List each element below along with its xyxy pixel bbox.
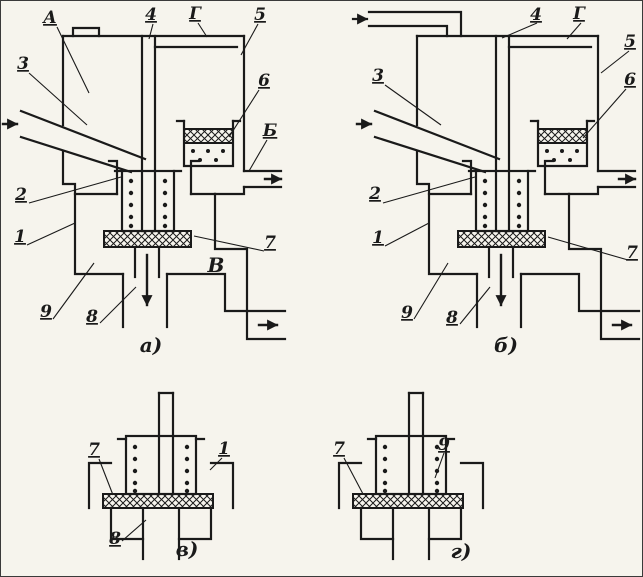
label-b-5: 5 xyxy=(624,32,636,52)
top-inlet-duct-b xyxy=(367,10,463,38)
valve-diagram-b xyxy=(357,36,639,339)
label-v-7: 7 xyxy=(88,440,100,460)
label-b-G: Г xyxy=(572,4,586,24)
label-b-8: 8 xyxy=(445,308,458,328)
label-g-7: 7 xyxy=(333,439,345,459)
leader-lines-a xyxy=(26,22,268,324)
label-a-2: 2 xyxy=(14,185,27,205)
label-v-1: 1 xyxy=(218,439,230,459)
label-a-9: 9 xyxy=(40,302,52,322)
label-b-1: 1 xyxy=(372,228,384,248)
label-a-1: 1 xyxy=(14,227,26,247)
caption-a: а) xyxy=(140,333,162,357)
label-b-7: 7 xyxy=(626,243,638,263)
leader-lines-b xyxy=(382,22,630,325)
label-b-3: 3 xyxy=(372,66,384,86)
top-boss-a xyxy=(71,26,101,38)
caption-b: б) xyxy=(494,333,518,357)
caption-g: г) xyxy=(451,539,472,563)
label-a-3: 3 xyxy=(17,54,29,74)
label-b-9: 9 xyxy=(401,303,413,323)
labels-b: 4 Г 5 3 6 2 1 7 9 8 б) xyxy=(368,4,638,357)
label-a-5: 5 xyxy=(254,5,266,25)
label-b-4: 4 xyxy=(530,5,542,25)
labels-v: 7 1 8 в) xyxy=(88,439,230,561)
label-a-G: Г xyxy=(188,4,202,24)
caption-v: в) xyxy=(176,537,199,561)
leader-lines-g xyxy=(343,452,445,495)
label-a-V: В xyxy=(207,253,225,277)
valve-diagram-a xyxy=(3,36,285,339)
label-a-6: 6 xyxy=(258,71,270,91)
label-v-8: 8 xyxy=(108,529,121,549)
labels-a: А 4 Г 5 3 6 Б 2 1 7 В 9 8 а) xyxy=(14,4,278,357)
label-a-8: 8 xyxy=(85,307,98,327)
leader-lines-v xyxy=(98,457,223,542)
valve-detail-g xyxy=(337,391,485,561)
label-b-2: 2 xyxy=(368,184,381,204)
label-a-B: Б xyxy=(262,121,278,141)
label-a-A: А xyxy=(41,8,57,28)
label-a-7: 7 xyxy=(264,233,276,253)
labels-g: 7 9 г) xyxy=(333,435,471,563)
label-b-6: 6 xyxy=(624,70,636,90)
label-g-9: 9 xyxy=(438,435,450,455)
label-a-4: 4 xyxy=(145,5,157,25)
